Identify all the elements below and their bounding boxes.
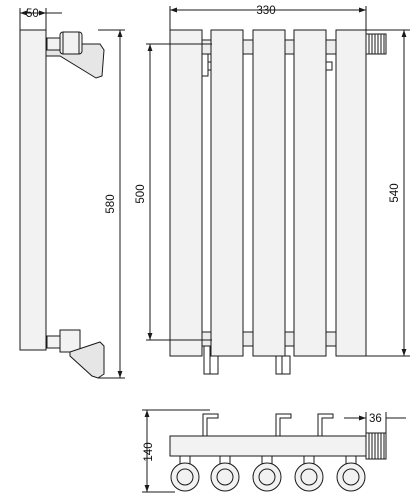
side-panel <box>19 29 47 351</box>
front-panel-2 <box>210 29 244 357</box>
top-view-tube-5 <box>336 462 366 492</box>
thermostat-head <box>365 33 387 55</box>
top-view-brackets <box>202 413 334 436</box>
dim-front-width: 330 <box>256 5 275 17</box>
dim-side-height: 580 <box>105 194 117 213</box>
front-panel-3 <box>252 29 286 357</box>
top-view-tube-2 <box>210 462 240 492</box>
top-view <box>142 409 406 493</box>
top-view-tube-1 <box>170 462 200 492</box>
side-view <box>19 8 125 379</box>
front-panel-1 <box>169 29 203 357</box>
top-valve <box>45 31 105 79</box>
top-view-manifold <box>169 435 367 457</box>
dim-top-depth: 140 <box>143 442 155 461</box>
dim-side-depth: 50 <box>26 8 39 20</box>
dim-valve-offset: 36 <box>369 413 382 425</box>
top-view-tube-4 <box>294 462 324 492</box>
front-panel-5 <box>335 29 367 357</box>
dim-pipe-spacing: 500 <box>135 184 147 203</box>
front-view <box>146 6 410 375</box>
bottom-valve <box>46 329 105 379</box>
front-panel-4 <box>293 29 327 357</box>
top-view-tube-3 <box>252 462 282 492</box>
top-view-thermostat <box>365 432 387 460</box>
dim-front-height: 540 <box>389 183 401 202</box>
